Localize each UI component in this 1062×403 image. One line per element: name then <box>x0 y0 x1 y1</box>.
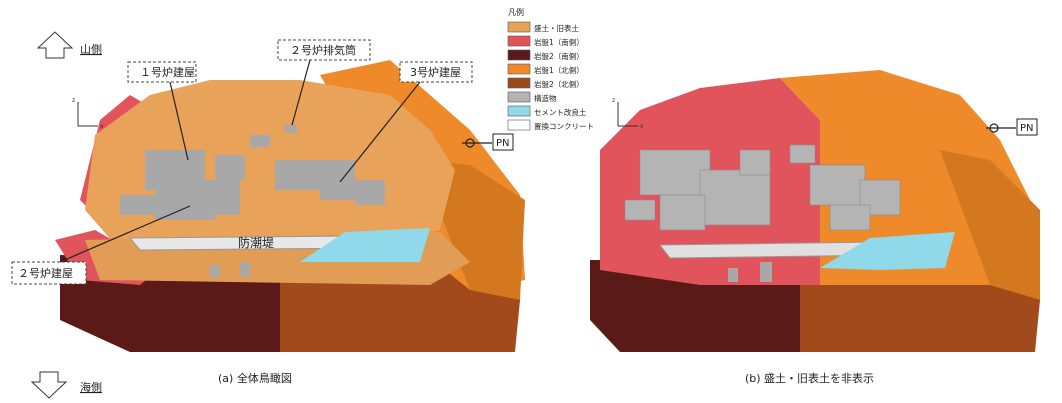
structure <box>624 199 656 221</box>
structure <box>355 180 385 205</box>
structure <box>320 160 355 200</box>
north-box <box>1016 118 1038 136</box>
north-marker-a: PN <box>462 133 514 151</box>
legend-label: 岩盤2（北側） <box>534 79 584 89</box>
legend-label: 岩盤2（南側） <box>534 51 584 61</box>
callout-unit3-building: 3号炉建屋 <box>410 65 461 79</box>
structure <box>210 265 220 277</box>
structure <box>215 155 245 180</box>
legend-label: 岩盤1（北側） <box>534 65 584 75</box>
callouts-a: １号炉建屋 ２号炉排気筒 3号炉建屋 ２号炉建屋 <box>11 39 473 285</box>
legend-label: 置換コンクリート <box>534 121 594 131</box>
model-b <box>590 70 1040 352</box>
legend-title: 凡例 <box>508 7 524 17</box>
legend-label: セメント改良土 <box>534 107 587 117</box>
north-label: PN <box>496 138 510 149</box>
structure <box>859 179 901 216</box>
structure <box>760 262 772 282</box>
callout-unit2-building: ２号炉建屋 <box>18 266 73 280</box>
legend-swatch <box>507 35 531 47</box>
legend-label: 構造物 <box>534 93 557 103</box>
structure <box>699 169 771 226</box>
structure <box>639 149 711 196</box>
structure <box>275 160 320 190</box>
caption-b: (b) 盛土・旧表土を非表示 <box>745 371 874 385</box>
structure <box>250 135 270 147</box>
model-a: 防潮堤 <box>55 60 525 352</box>
leader-line <box>339 81 421 183</box>
legend-label: 岩盤1（南側） <box>534 37 584 47</box>
structure <box>120 195 160 215</box>
legend-swatch <box>507 49 531 61</box>
sea-side-indicator: 海側 <box>30 371 102 399</box>
down-arrow-icon <box>30 371 68 399</box>
mountain-side-indicator: 山側 <box>36 31 102 59</box>
callout-box <box>277 39 371 61</box>
callout-box <box>127 61 197 83</box>
up-arrow-icon <box>36 31 74 59</box>
north-label: PN <box>1020 123 1034 134</box>
rock2-north-face <box>280 262 520 352</box>
z-axis-label: z <box>612 97 615 104</box>
legend-swatch <box>507 119 531 131</box>
z-axis-label: z <box>72 97 75 104</box>
cement-improved-soil <box>300 228 430 262</box>
legend-swatch <box>507 77 531 89</box>
structure <box>659 194 706 231</box>
leader-line <box>169 81 189 161</box>
structure <box>240 262 250 276</box>
leader-line <box>59 205 191 263</box>
north-box <box>492 133 514 151</box>
axis-triad-b: z x <box>612 97 644 130</box>
legend-swatch <box>507 63 531 75</box>
axis-triad-a: z x <box>72 97 104 130</box>
north-circle-icon <box>989 123 999 133</box>
callout-box <box>399 61 473 83</box>
structure <box>195 180 240 215</box>
structure <box>285 125 297 133</box>
structure <box>739 149 771 176</box>
rock1-north-slope <box>940 150 1040 300</box>
sea-side-label: 海側 <box>80 380 102 394</box>
callout-unit2-stack: ２号炉排気筒 <box>290 43 356 57</box>
callout-unit1-building: １号炉建屋 <box>140 65 195 79</box>
legend-swatch <box>507 105 531 117</box>
callout-box <box>11 261 87 285</box>
cement-improved-soil <box>820 232 955 270</box>
north-circle-icon <box>465 138 475 148</box>
x-axis-label: x <box>640 123 644 130</box>
fill-top <box>85 80 455 250</box>
structures-a <box>120 125 385 220</box>
x-axis-label: x <box>100 123 104 130</box>
legend-label: 盛土・旧表土 <box>534 23 579 33</box>
structure <box>789 144 816 164</box>
leader-line <box>291 59 311 126</box>
structure <box>809 164 866 206</box>
caption-a: (a) 全体鳥瞰図 <box>218 371 292 385</box>
legend-swatch <box>507 91 531 103</box>
structures-b <box>624 144 901 231</box>
legend-swatch <box>507 21 531 33</box>
north-marker-b: PN <box>986 118 1038 136</box>
structure <box>829 204 871 231</box>
mountain-side-label: 山側 <box>80 43 102 56</box>
structure <box>728 268 738 282</box>
seawall-label: 防潮堤 <box>238 235 274 250</box>
